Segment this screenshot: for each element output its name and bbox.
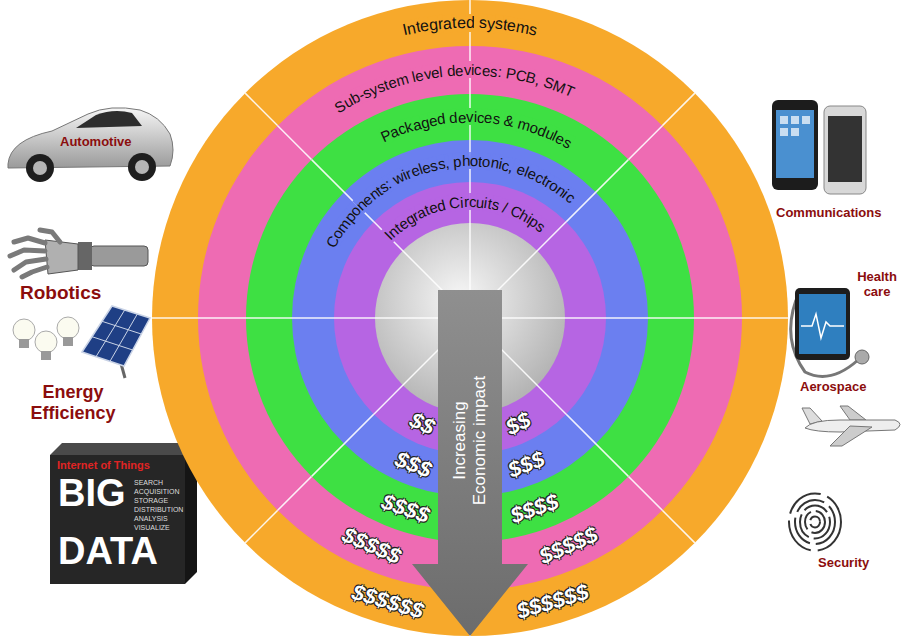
ring-glyph: e [455,61,464,79]
car-illustration [8,108,173,182]
cube-text: DATA [58,532,158,570]
phones-illustration [772,100,866,194]
cube-text: SEARCH [134,479,163,486]
cube-text: STORAGE [134,497,168,504]
application-label: Energy Efficiency [14,382,132,423]
ring-label: Integrated Circuits / Chips [374,187,557,250]
application-label: Automotive [60,135,132,150]
cube-text: ACQUISITION [134,488,180,495]
big-data-cube [50,443,197,584]
energy-illustration [13,306,150,378]
health-illustration [791,288,869,376]
sector-divider [246,317,470,319]
robot-hand-illustration [10,230,148,277]
cube-text: DISTRIBUTION [134,506,183,513]
cube-text: BIG [58,474,126,512]
arrow-label: Increasing Economic impact [450,370,489,510]
ring-label: Packaged devices & modules [371,102,582,157]
application-label: Aerospace [800,380,866,395]
application-label: Health care [850,270,904,300]
application-label: Internet of Things [57,459,150,472]
sector-divider [470,317,742,319]
cube-text: ANALYSIS [134,515,168,522]
fingerprint-illustration [789,493,841,550]
ring-fill [152,0,788,636]
application-label: Security [818,556,869,571]
sector-divider [152,317,470,319]
application-label: Communications [776,206,881,221]
sector-divider [470,317,788,319]
sector-divider [470,317,694,319]
application-label: Robotics [20,282,101,304]
sector-divider [198,317,470,319]
ring-glyph: v [466,108,474,125]
sector-divider [469,46,471,318]
airplane-illustration [802,406,900,446]
cube-text: VISUALIZE [134,524,170,531]
ring-glyph: e [456,14,465,33]
ring-label: Integrated systems [389,7,549,46]
ring-glyph: p [453,153,463,171]
ring-glyph: h [461,152,470,169]
